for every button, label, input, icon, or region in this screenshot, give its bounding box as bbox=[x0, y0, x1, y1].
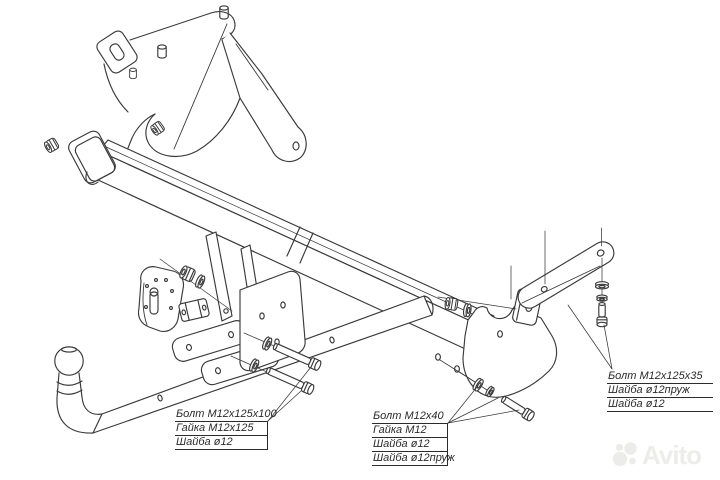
bracket-flange bbox=[96, 30, 138, 74]
avito-watermark: Avito bbox=[612, 439, 702, 470]
spring-washer-12 bbox=[596, 294, 608, 302]
washer-12 bbox=[594, 281, 610, 290]
ball-neck bbox=[56, 372, 83, 399]
callout-box-3: Болт M12x125x35 Шайба ø12пруж Шайба ø12 bbox=[607, 370, 713, 412]
cross-beam bbox=[68, 130, 495, 353]
ball-head bbox=[54, 346, 84, 376]
bolt-m12x125x35 bbox=[596, 302, 608, 328]
plate-hole bbox=[497, 330, 503, 338]
callout-row: Гайка M12 bbox=[372, 424, 448, 438]
axis-line bbox=[457, 370, 488, 391]
bracket-flange-slot bbox=[109, 43, 125, 61]
leader-lines bbox=[267, 304, 613, 424]
clamp-bracket bbox=[178, 298, 210, 322]
beam-end-hook bbox=[85, 171, 99, 185]
v-strut bbox=[205, 231, 233, 322]
mounting-plate bbox=[239, 270, 306, 372]
bolt-m12x40 bbox=[499, 393, 537, 423]
callout-row: Болт M12x40 bbox=[372, 410, 448, 424]
support-arm bbox=[517, 241, 615, 309]
callout-row: Шайба ø12 bbox=[372, 438, 448, 452]
callout-row: Шайба ø12 bbox=[175, 436, 268, 450]
callout-row: Шайба ø12 bbox=[607, 398, 713, 412]
callout-row: Шайба ø12пруж bbox=[607, 384, 713, 398]
bracket-bolt bbox=[149, 120, 166, 137]
callout-row: Шайба ø12пруж bbox=[372, 452, 455, 466]
vehicle-bracket bbox=[96, 5, 307, 163]
ball-arm-hole bbox=[329, 336, 335, 344]
nut bbox=[42, 136, 61, 155]
plate-hole bbox=[435, 353, 441, 361]
nut-m12 bbox=[443, 296, 459, 312]
callout-box-2: Болт M12x40 Гайка M12 Шайба ø12 Шайба ø1… bbox=[372, 410, 455, 466]
avito-logo-icon bbox=[612, 442, 637, 467]
callout-row: Гайка M12x125 bbox=[175, 422, 268, 436]
bracket-hole bbox=[292, 141, 300, 151]
callout-row: Болт M12x125x100 bbox=[175, 408, 277, 422]
bumper-plate-slot bbox=[149, 291, 159, 315]
callout-row: Болт M12x125x35 bbox=[607, 370, 713, 384]
bumper-plate bbox=[137, 266, 185, 333]
bracket-stud bbox=[157, 44, 167, 59]
ball-arm-hole bbox=[157, 394, 163, 402]
bolt-m12x125x100 bbox=[264, 364, 316, 396]
bracket-stud bbox=[129, 67, 137, 80]
washer bbox=[193, 273, 207, 290]
avito-watermark-text: Avito bbox=[642, 439, 702, 470]
callout-box-1: Болт M12x125x100 Гайка M12x125 Шайба ø12 bbox=[175, 408, 277, 450]
beam-collar bbox=[286, 226, 314, 264]
